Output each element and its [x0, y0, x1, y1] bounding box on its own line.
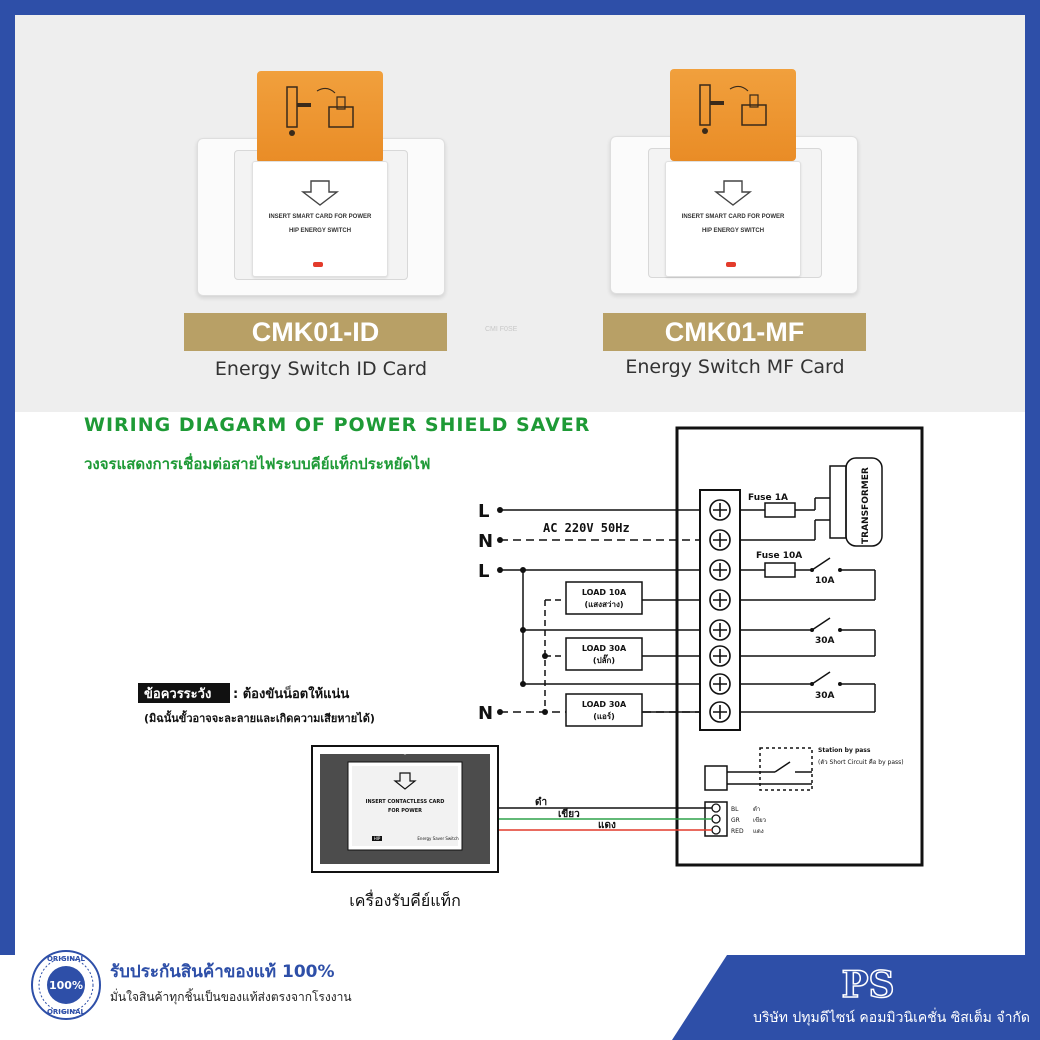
card-reader-device: [311, 745, 499, 873]
switch-2-rating: 30A: [815, 636, 835, 646]
load-3-rating: LOAD 30A: [582, 700, 627, 709]
diagram-title-thai: วงจรแสดงการเชื่อมต่อสายไฟระบบคีย์แท็กประ…: [84, 455, 431, 473]
wire-label-red: แดง: [598, 820, 616, 831]
badge-mid-text: 100%: [49, 979, 83, 992]
original-badge-icon: [31, 950, 101, 1020]
diagram-title: WIRING DIAGARM OF POWER SHIELD SAVER: [84, 414, 591, 436]
model-label: CMK01-MF: [603, 313, 866, 351]
key-card: [257, 71, 383, 163]
load-1-name: (แสงสว่าง): [584, 600, 623, 609]
load-box-2: [565, 637, 643, 671]
bypass-station-box: [759, 747, 813, 791]
model-label: CMK01-ID: [184, 313, 447, 351]
warranty-subtitle: มั่นใจสินค้าทุกชิ้นเป็นของแท้ส่งตรงจากโร…: [110, 990, 352, 1004]
warranty-title: รับประกันสินค้าของแท้ 100%: [110, 962, 335, 982]
load-box-1: [565, 581, 643, 615]
reader-model: Energy Saver Switch: [417, 836, 459, 841]
station-bypass-label: Station by pass: [818, 747, 871, 754]
card-illustration: [699, 84, 767, 134]
transformer-box: [829, 465, 847, 539]
terminal-l2: L: [478, 561, 489, 582]
product-panel: [15, 15, 1025, 412]
switch-1-rating: 10A: [815, 576, 835, 586]
status-led: [726, 262, 736, 267]
switch-module: INSERT SMART CARD FOR POWER HIP ENERGY S…: [665, 161, 801, 277]
wire-code-gr: GR: [731, 817, 740, 824]
wire-label-black: ดำ: [535, 796, 547, 808]
company-name: บริษัท ปทุมดีไซน์ คอมมิวนิเคชั่น ซิสเต็ม…: [753, 1010, 1030, 1026]
transformer-label: TRANSFORMER: [861, 467, 871, 544]
load-box-3: [565, 693, 643, 727]
module-text-line1: INSERT SMART CARD FOR POWER: [268, 214, 372, 220]
load-1-rating: LOAD 10A: [582, 588, 627, 597]
reader-caption: เครื่องรับคีย์แท็ก: [349, 889, 461, 910]
wire-name-red: แดง: [753, 828, 764, 835]
module-text-line2: HIP ENERGY SWITCH: [288, 228, 352, 234]
caution-note: (มิฉนั้นขั้วอาจจะละลายและเกิดความเสียหาย…: [144, 710, 375, 725]
watermark-text: CMI F0SE: [485, 326, 518, 333]
terminal-l1: L: [478, 501, 489, 522]
module-text-line1: INSERT SMART CARD FOR POWER: [681, 214, 785, 220]
terminal-n1: N: [478, 531, 493, 552]
reader-brand: HIP: [374, 836, 381, 841]
switch-3-rating: 30A: [815, 691, 835, 701]
terminal-screws: [709, 499, 731, 723]
card-illustration: [286, 86, 354, 136]
fuse-10a: [764, 562, 796, 578]
reader-text-line1: INSERT CONTACTLESS CARD: [366, 799, 445, 805]
fuse-1a-label: Fuse 1A: [748, 493, 788, 503]
wiring-diagram: L N L N AC 220V 50Hz LOAD 10A (แสงสว่าง)…: [138, 426, 924, 910]
wire-name-green: เขียว: [753, 816, 766, 824]
caution-text: : ต้องขันน็อตให้แน่น: [233, 684, 349, 702]
status-led: [313, 262, 323, 267]
model-subtitle: Energy Switch MF Card: [625, 356, 845, 378]
load-2-rating: LOAD 30A: [582, 644, 627, 653]
footer-art: ORIGINAL 100% ORIGINAL PS: [0, 950, 1040, 1040]
wire-code-bl: BL: [731, 806, 739, 813]
fuse-1a: [764, 502, 796, 518]
key-card: [670, 69, 796, 161]
terminal-n2: N: [478, 703, 493, 724]
switch-module: INSERT SMART CARD FOR POWER HIP ENERGY S…: [252, 161, 388, 277]
badge-bottom-text: ORIGINAL: [47, 1008, 86, 1016]
control-cabinet: [675, 426, 924, 867]
model-subtitle: Energy Switch ID Card: [214, 358, 428, 380]
wire-code-red: RED: [731, 828, 744, 835]
module-text-line2: HIP ENERGY SWITCH: [701, 228, 765, 234]
load-3-name: (แอร์): [593, 711, 615, 721]
arrow-down-icon: [713, 180, 753, 206]
bypass-terminal: [704, 765, 728, 791]
caution-tag-box: [138, 683, 230, 703]
fuse-10a-label: Fuse 10A: [756, 551, 802, 561]
wire-label-green: เขียว: [558, 808, 580, 820]
wire-name-black: ดำ: [753, 806, 760, 813]
ps-logo: PS: [841, 964, 894, 1006]
station-bypass-note: (ตัว Short Circuit คือ by pass): [818, 758, 904, 766]
reader-text-line2: FOR POWER: [388, 808, 422, 814]
caution-tag: ข้อควรระวัง: [144, 686, 211, 702]
badge-top-text: ORIGINAL: [47, 955, 86, 963]
load-2-name: (ปลั๊ก): [593, 654, 615, 665]
ac-label: AC 220V 50Hz: [543, 521, 630, 535]
arrow-down-icon: [300, 180, 340, 206]
transformer-body: [845, 457, 883, 547]
